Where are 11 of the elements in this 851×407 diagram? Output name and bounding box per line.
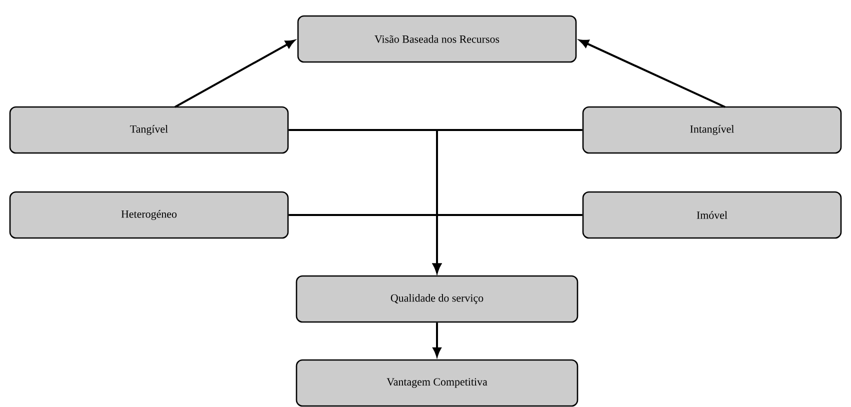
arrow [579,40,726,108]
arrow [432,214,582,273]
process-box: Intangível [582,106,842,154]
arrow [432,322,442,357]
process-box: Imóvel [582,191,842,239]
process-box: Heterogéneo [9,191,289,239]
process-box: Vantagem Competitiva [296,359,578,407]
process-box: Visão Baseada nos Recursos [297,15,577,63]
arrow [174,40,295,108]
process-box: Tangível [9,106,289,154]
process-box: Qualidade do serviço [296,275,578,323]
